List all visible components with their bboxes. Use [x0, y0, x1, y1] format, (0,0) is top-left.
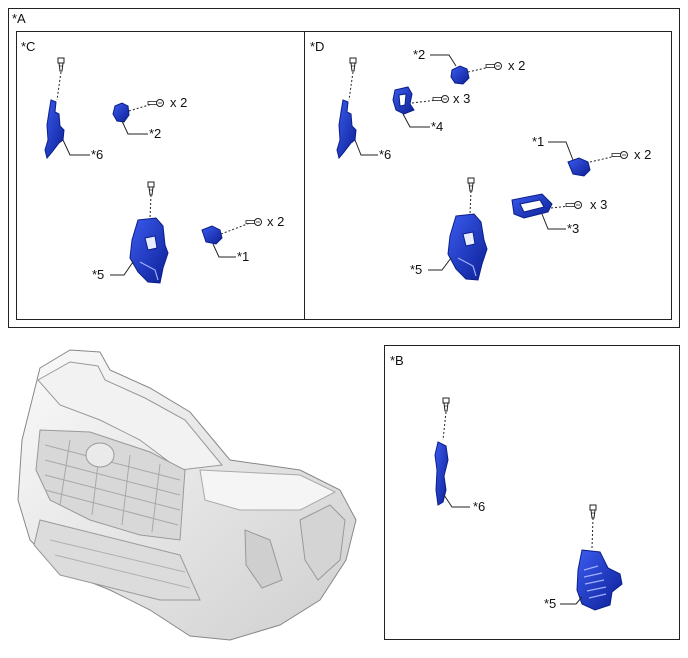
panel-d-frame: [304, 31, 672, 320]
panel-d-part6-bracket: [336, 57, 378, 160]
panel-c-callout-5: *5: [92, 267, 105, 282]
panel-b-frame: [384, 345, 680, 640]
panel-d-callout-5: *5: [410, 262, 423, 277]
front-bumper-illustration: [17, 349, 357, 641]
panel-d-label: *D: [310, 39, 325, 54]
panel-c-label: *C: [21, 39, 36, 54]
panel-b-part6-bracket: [434, 397, 470, 508]
panel-c-part2-bracket: [112, 99, 164, 135]
panel-c-qty-1: x 2: [267, 214, 285, 229]
panel-d-part3-bezel: [511, 193, 582, 230]
panel-b-callout-6: *6: [473, 499, 486, 514]
panel-c-callout-6: *6: [91, 147, 104, 162]
panel-b-part5-lamp: [560, 504, 623, 611]
panel-d-callout-2: *2: [413, 47, 426, 62]
panel-a-label: *A: [12, 11, 26, 26]
panel-c-callout-1: *1: [237, 249, 250, 264]
panel-b-callout-5: *5: [544, 596, 557, 611]
panel-d-qty-1: x 2: [634, 147, 652, 162]
panel-d-qty-2: x 2: [508, 58, 526, 73]
panel-d-qty-4: x 3: [453, 91, 471, 106]
panel-d-qty-3: x 3: [590, 197, 608, 212]
panel-d-callout-4: *4: [431, 119, 444, 134]
panel-c-callout-2: *2: [149, 126, 162, 141]
panel-c-part5-lamp: [110, 181, 169, 284]
panel-d-callout-6: *6: [379, 147, 392, 162]
panel-c-part1-bracket: [201, 218, 262, 258]
panel-d-callout-1: *1: [532, 134, 545, 149]
panel-c-part6-bracket: [44, 57, 90, 160]
panel-b-label: *B: [390, 353, 404, 368]
panel-d-part4-bracket: [392, 86, 449, 128]
panel-d-part5-lamp: [428, 177, 488, 281]
panel-a-frame: [8, 8, 680, 328]
panel-d-part1-bracket: [548, 141, 628, 177]
panel-d-callout-3: *3: [567, 221, 580, 236]
panel-c-qty-2: x 2: [170, 95, 188, 110]
panel-d-part2-bracket: [430, 54, 502, 85]
